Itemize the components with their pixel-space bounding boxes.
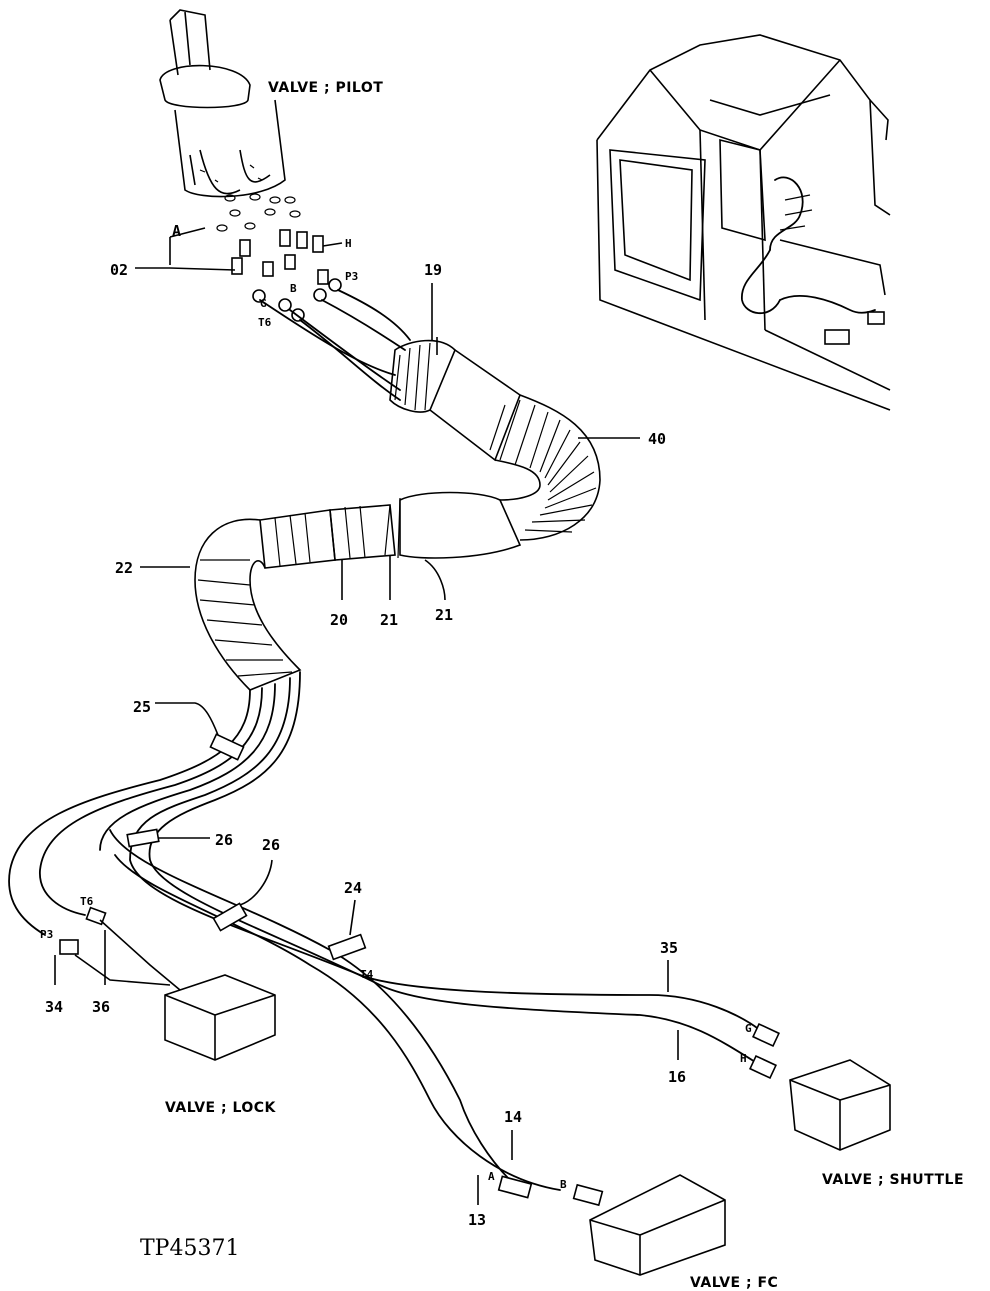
port-g-top: G: [260, 297, 267, 310]
callout-26a: 26: [215, 831, 233, 849]
callout-16: 16: [668, 1068, 686, 1086]
figure-code: TP45371: [140, 1236, 239, 1261]
port-a-top: A: [172, 222, 181, 240]
port-a-low: A: [488, 1170, 495, 1183]
pilot-fittings-cluster: A 02 H P3 T6 B G: [110, 222, 358, 329]
callout-34: 34: [45, 998, 63, 1016]
callout-20: 20: [330, 611, 348, 629]
callout-40: 40: [648, 430, 666, 448]
port-p3-top: P3: [345, 270, 358, 283]
pilot-valve-ports: [216, 193, 301, 232]
callout-19: 19: [424, 261, 442, 279]
lock-valve-group: T6 P3 34 36 VALVE ; LOCK: [40, 895, 277, 1116]
callout-02: 02: [110, 261, 128, 279]
pilot-valve-body: VALVE ; PILOT: [159, 9, 383, 232]
lock-valve-label: VALVE ; LOCK: [165, 1100, 277, 1116]
callout-24: 24: [344, 879, 362, 897]
lower-sleeve-connectors: 22 20 21 21: [115, 491, 522, 691]
fc-valve-group: A B 14 13 VALVE ; FC: [468, 1108, 778, 1291]
protective-sleeve: 19 40: [389, 261, 666, 541]
port-t6-top: T6: [258, 316, 272, 329]
port-b-top: B: [290, 282, 297, 295]
hose-bundle-lower: 25 26 26 24 T4: [8, 671, 761, 1191]
port-h-top: H: [345, 237, 352, 250]
callout-36: 36: [92, 998, 110, 1016]
port-p3-low: P3: [40, 928, 53, 941]
callout-21a: 21: [380, 611, 398, 629]
callout-26b: 26: [262, 836, 280, 854]
shuttle-valve-group: G H 35 16 VALVE ; SHUTTLE: [660, 939, 964, 1188]
callout-25: 25: [133, 698, 151, 716]
hose-bundle-upper: [259, 289, 411, 401]
port-h-low: H: [740, 1052, 747, 1065]
shuttle-valve-label: VALVE ; SHUTTLE: [822, 1172, 964, 1188]
port-t6-low: T6: [80, 895, 94, 908]
port-t4: T4: [360, 968, 374, 981]
pilot-valve-label: VALVE ; PILOT: [268, 80, 383, 96]
callout-22: 22: [115, 559, 133, 577]
port-b-low: B: [560, 1178, 567, 1191]
cab-inset: [596, 34, 891, 411]
port-g-low: G: [745, 1022, 752, 1035]
callout-14: 14: [504, 1108, 522, 1126]
callout-35: 35: [660, 939, 678, 957]
callout-21b: 21: [435, 606, 453, 624]
callout-13: 13: [468, 1211, 486, 1229]
fc-valve-label: VALVE ; FC: [690, 1275, 778, 1291]
